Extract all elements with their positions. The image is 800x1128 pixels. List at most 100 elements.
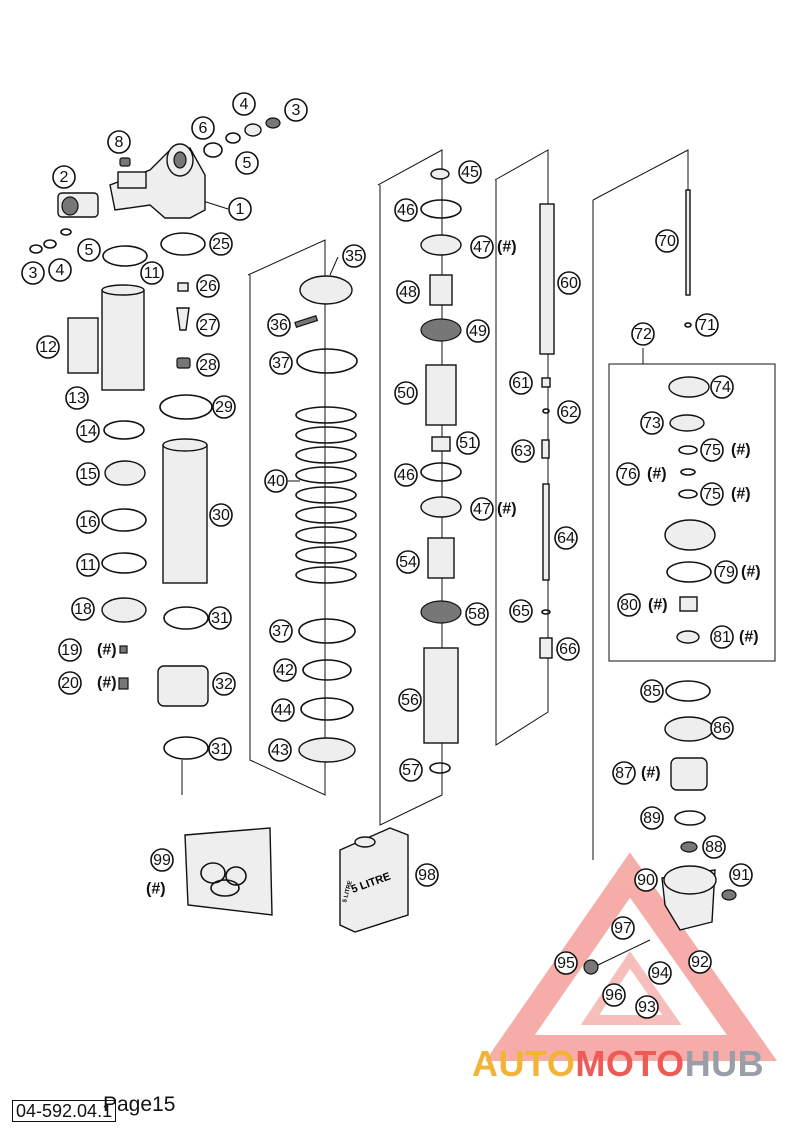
callout-62: 62 xyxy=(557,400,581,424)
callout-circle xyxy=(394,381,418,405)
callout-circle xyxy=(52,165,76,189)
callout-number: 92 xyxy=(691,954,709,971)
callout-40: 40 xyxy=(264,469,288,493)
callout-number: 86 xyxy=(713,720,731,737)
callout-36: 36 xyxy=(267,313,291,337)
callout-circle xyxy=(208,737,232,761)
callout-circle xyxy=(399,758,423,782)
callout-4: 4 xyxy=(232,92,256,116)
callout-number: 11 xyxy=(80,557,97,574)
callout-number: 36 xyxy=(270,317,288,334)
callout-51: 51 xyxy=(456,431,480,455)
callout-number: 44 xyxy=(274,702,292,719)
callout-circle xyxy=(267,313,291,337)
callout-number: 25 xyxy=(212,236,230,253)
callout-circle xyxy=(470,497,494,521)
callout-circle xyxy=(557,271,581,295)
callout-circle xyxy=(556,637,580,661)
callout-number: 81 xyxy=(713,629,731,646)
callout-85: 85 xyxy=(640,679,664,703)
callout-circle xyxy=(209,503,233,527)
callout-circle xyxy=(212,395,236,419)
replacement-mark: (#) xyxy=(641,765,661,782)
callout-25: 25 xyxy=(209,232,233,256)
callout-64: 64 xyxy=(554,526,578,550)
callout-number: 16 xyxy=(79,514,97,531)
replacement-mark: (#) xyxy=(97,642,117,659)
callout-number: 73 xyxy=(643,415,661,432)
callout-number: 46 xyxy=(397,467,415,484)
callout-number: 51 xyxy=(459,435,477,452)
callout-number: 37 xyxy=(272,355,290,372)
callout-35: 35 xyxy=(342,244,366,268)
callout-74: 74 xyxy=(710,375,734,399)
callout-number: 72 xyxy=(634,326,652,343)
callout-circle xyxy=(398,688,422,712)
callout-37: 37 xyxy=(269,619,293,643)
callout-number: 46 xyxy=(397,202,415,219)
callout-98: 98 xyxy=(415,863,439,887)
callout-99: 99 xyxy=(150,848,174,872)
callout-19: 19 xyxy=(58,638,82,662)
callout-81: 81 xyxy=(710,625,734,649)
callout-number: 97 xyxy=(614,920,632,937)
replacement-mark: (#) xyxy=(648,597,668,614)
callout-number: 60 xyxy=(560,275,578,292)
callout-circle xyxy=(710,716,734,740)
callout-number: 96 xyxy=(605,987,623,1004)
callout-45: 45 xyxy=(458,160,482,184)
callout-47: 47 xyxy=(470,235,494,259)
callout-circle xyxy=(729,863,753,887)
document-code: 04-592.04.1 xyxy=(12,1100,117,1122)
callout-3: 3 xyxy=(21,261,45,285)
callout-circle xyxy=(700,438,724,462)
callout-number: 70 xyxy=(658,233,676,250)
callout-61: 61 xyxy=(509,371,533,395)
callout-circle xyxy=(509,599,533,623)
callout-number: 40 xyxy=(267,473,285,490)
callout-number: 93 xyxy=(638,999,656,1016)
callout-circle xyxy=(394,463,418,487)
callout-number: 26 xyxy=(199,278,217,295)
callout-91: 91 xyxy=(729,863,753,887)
callout-16: 16 xyxy=(76,510,100,534)
replacement-mark: (#) xyxy=(497,501,517,518)
replacement-mark: (#) xyxy=(731,486,751,503)
callout-circle xyxy=(212,672,236,696)
container-label-small: 5 LITRE xyxy=(342,880,354,903)
callout-89: 89 xyxy=(640,806,664,830)
callout-circle xyxy=(76,419,100,443)
callout-93: 93 xyxy=(635,995,659,1019)
callout-number: 74 xyxy=(713,379,731,396)
callout-20: 20 xyxy=(58,671,82,695)
callout-66: 66 xyxy=(556,637,580,661)
callout-number: 42 xyxy=(276,662,294,679)
replacement-mark: (#) xyxy=(741,564,761,581)
callout-circle xyxy=(394,198,418,222)
callout-circle xyxy=(635,995,659,1019)
callout-circle xyxy=(264,469,288,493)
callout-number: 43 xyxy=(271,742,289,759)
callout-circle xyxy=(209,232,233,256)
replacement-mark: (#) xyxy=(497,239,517,256)
callout-75: 75 xyxy=(700,482,724,506)
callout-87: 87 xyxy=(612,761,636,785)
callout-number: 12 xyxy=(39,339,57,356)
callout-number: 85 xyxy=(643,683,661,700)
callout-number: 2 xyxy=(60,169,69,186)
callout-circle xyxy=(36,335,60,359)
callout-28: 28 xyxy=(196,353,220,377)
callout-46: 46 xyxy=(394,198,418,222)
callout-circle xyxy=(269,619,293,643)
service-kit-99 xyxy=(184,827,273,916)
callout-number: 14 xyxy=(79,423,97,440)
callout-number: 20 xyxy=(61,675,79,692)
callout-circle xyxy=(58,671,82,695)
callout-circle xyxy=(342,244,366,268)
callout-circle xyxy=(21,261,45,285)
callout-circle xyxy=(631,322,655,346)
callout-number: 19 xyxy=(61,642,79,659)
callout-1: 1 xyxy=(228,197,252,221)
callout-number: 30 xyxy=(212,507,230,524)
callout-number: 94 xyxy=(651,965,669,982)
